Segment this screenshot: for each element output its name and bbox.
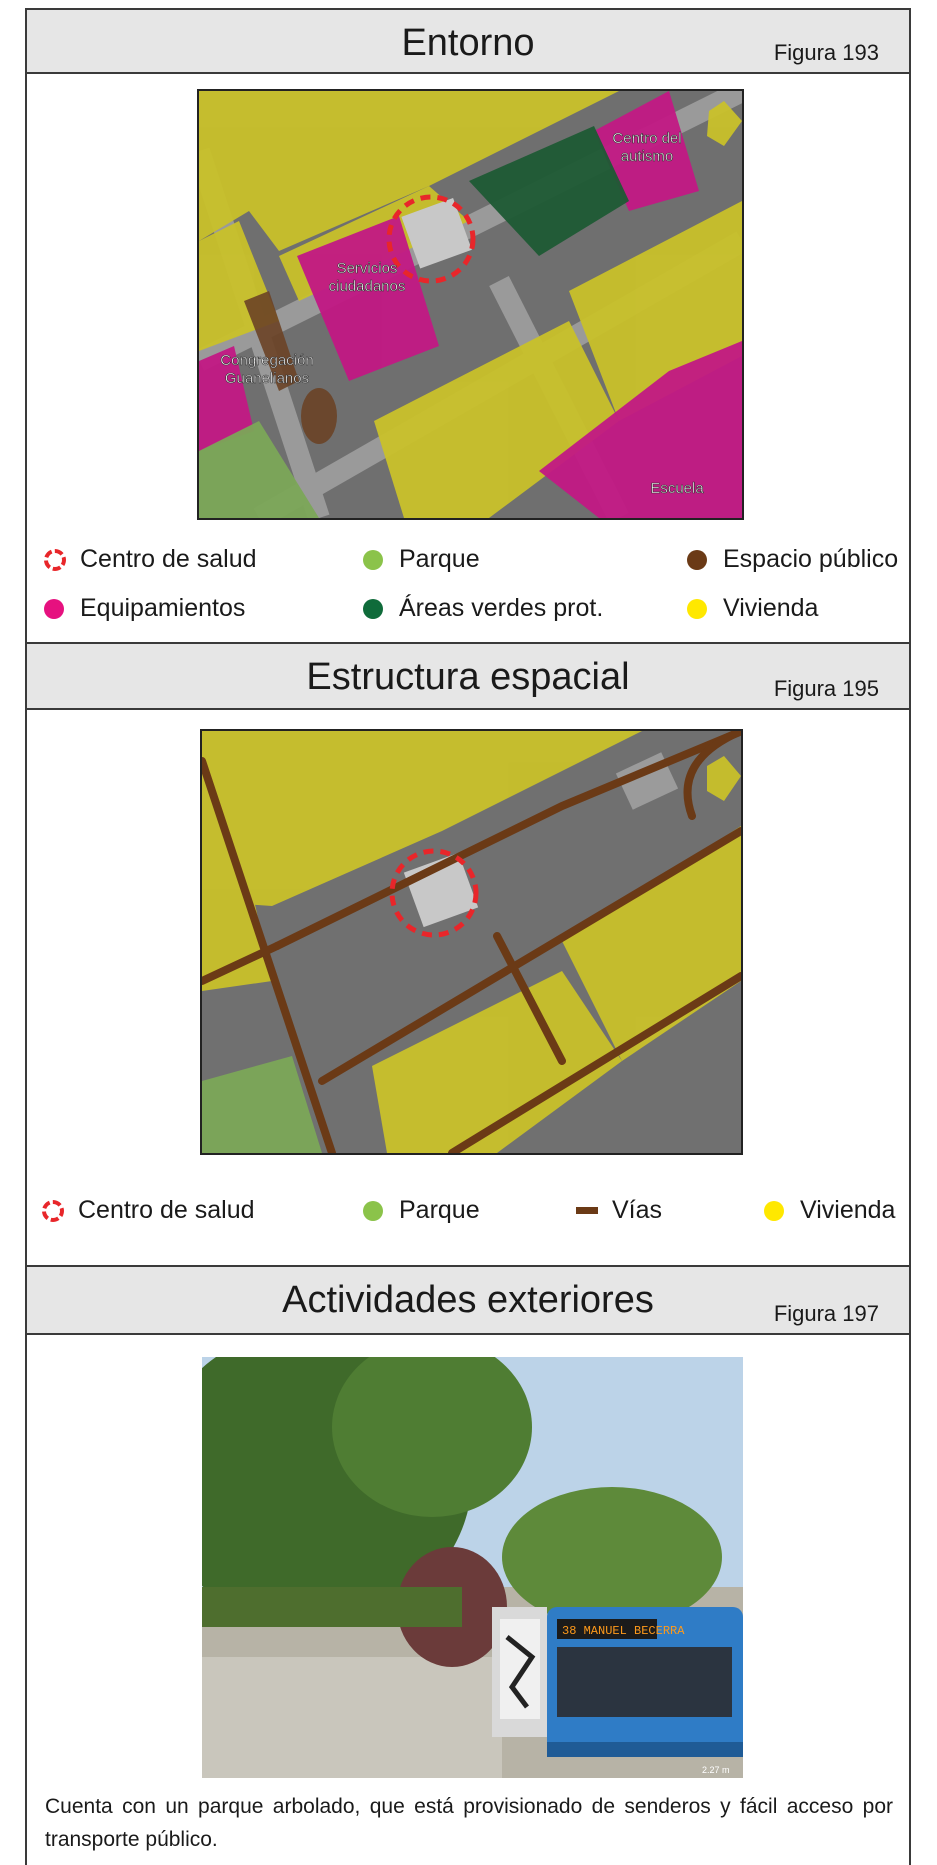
legend-parque: Parque [363, 545, 480, 574]
dashed-ring-icon [42, 1199, 64, 1222]
legend-vias: Vías [576, 1196, 662, 1225]
legend-label: Vivienda [723, 594, 819, 622]
section-title: Estructura espacial [306, 656, 630, 698]
label-congregacion-2: Guanelianos [225, 370, 309, 387]
green-dot-icon [363, 1200, 383, 1221]
figure-number: Figura 197 [773, 1301, 879, 1326]
label-centro-autismo-1: Centro del [612, 130, 681, 147]
brown-dash-icon [576, 1207, 598, 1214]
estructura-map [200, 729, 743, 1155]
legend-label: Parque [399, 1196, 480, 1224]
yellow-dot-icon [764, 1200, 784, 1221]
legend-label: Áreas verdes prot. [399, 594, 604, 622]
label-escuela: Escuela [650, 480, 704, 497]
section-header-entorno: Entorno Figura 193 [25, 8, 911, 74]
legend-parque: Parque [363, 1196, 480, 1225]
magenta-dot-icon [44, 598, 64, 619]
figure-number: Figura 195 [773, 676, 879, 701]
label-centro-autismo-2: autismo [621, 148, 674, 165]
dark-green-dot-icon [363, 598, 383, 619]
label-servicios-2: ciudadanos [329, 278, 406, 295]
section-title: Entorno [401, 22, 535, 64]
figure-number: Figura 193 [773, 40, 879, 65]
bus-destination-sign: 38 MANUEL BECERRA [562, 1624, 685, 1638]
caption-text: Cuenta con un parque arbolado, que está … [45, 1795, 893, 1851]
label-servicios-1: Servicios [337, 260, 398, 277]
legend-label: Centro de salud [78, 1196, 255, 1224]
street-photo: 38 MANUEL BECERRA 2.27 m [202, 1357, 743, 1778]
legend-label: Vías [612, 1196, 663, 1224]
legend-label: Equipamientos [80, 594, 246, 622]
section-header-actividades: Actividades exteriores Figura 197 [25, 1265, 911, 1335]
entorno-map: Centro del autismo Servicios ciudadanos … [197, 89, 744, 520]
legend-label: Vivienda [800, 1196, 896, 1224]
legend-centro-salud: Centro de salud [42, 1196, 255, 1225]
legend-label: Espacio público [723, 545, 899, 573]
brown-dot-icon [687, 549, 707, 570]
legend-equipamientos: Equipamientos [44, 594, 245, 623]
legend-espacio-publico: Espacio público [687, 545, 898, 574]
legend-label: Parque [399, 545, 480, 573]
legend-vivienda: Vivienda [687, 594, 818, 623]
legend-areas-verdes: Áreas verdes prot. [363, 594, 603, 623]
yellow-dot-icon [687, 598, 707, 619]
section-title: Actividades exteriores [282, 1279, 654, 1321]
photo-watermark: 2.27 m [702, 1765, 730, 1775]
legend-vivienda: Vivienda [764, 1196, 895, 1225]
dashed-ring-icon [44, 548, 66, 571]
legend-centro-salud: Centro de salud [44, 545, 257, 574]
legend-label: Centro de salud [80, 545, 257, 573]
green-dot-icon [363, 549, 383, 570]
label-congregacion-1: Congregación [220, 352, 313, 369]
section-header-estructura: Estructura espacial Figura 195 [25, 642, 911, 710]
